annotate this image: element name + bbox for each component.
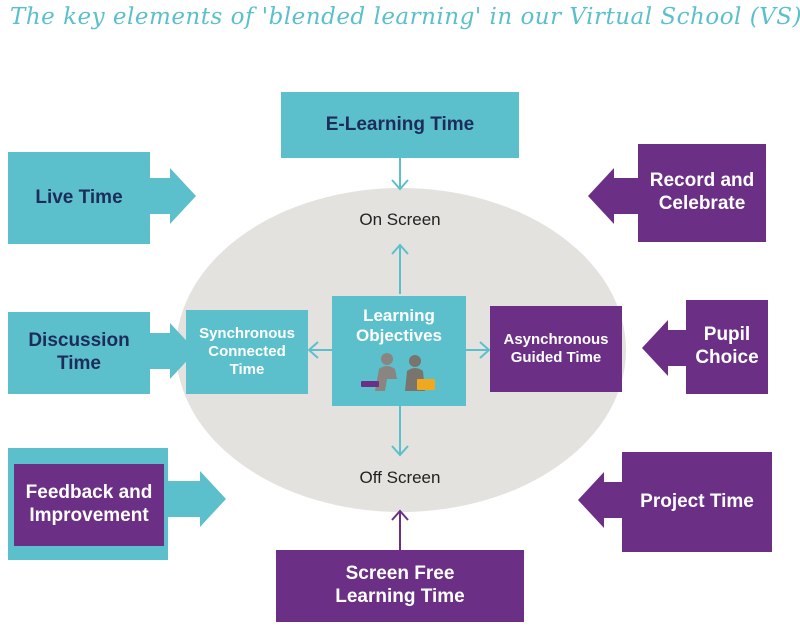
node-discussion-time: Discussion Time [8,312,150,394]
node-live-time: Live Time [8,152,150,244]
off-screen-label: Off Screen [359,468,441,487]
node-record-and-celebrate: Record and Celebrate [638,144,766,242]
node-elearning-label: E-Learning Time [325,113,475,135]
node-objectives-label: Learning Objectives [356,306,442,346]
node-asynchronous-guided-time: Asynchronous Guided Time [490,306,622,392]
off-screen-connector-head [391,445,409,457]
node-synchronous-label: Synchronous Connected Time [199,325,295,378]
node-live-label: Live Time [35,186,123,208]
discussion-arrow [150,323,196,379]
screenfree-connector-head [391,509,409,521]
node-feedback-and-improvement: Feedback and Improvement [14,464,164,546]
node-record-label: Record and Celebrate [649,170,755,214]
feedback-arrow [168,471,226,527]
node-asynchronous-label: Asynchronous Guided Time [503,331,609,366]
node-elearning-time: E-Learning Time [281,92,519,158]
node-pupil-choice: Pupil Choice [686,300,768,394]
node-project-time: Project Time [622,452,772,552]
diagram-title: The key elements of 'blended learning' i… [10,4,800,30]
node-project-label: Project Time [640,490,754,512]
node-synchronous-connected-time: Synchronous Connected Time [186,310,308,394]
project-arrow [578,472,622,528]
record-arrow [588,168,638,224]
students-with-laptops-icon [361,352,435,391]
pupil-arrow [642,320,686,376]
synchronous-connector-head [307,341,319,359]
elearning-connector-head [391,179,409,191]
live-arrow [150,168,196,224]
node-screenfree-label: Screen Free Learning Time [335,563,465,607]
on-screen-connector-head [391,243,409,255]
node-pupil-label: Pupil Choice [695,324,759,368]
node-screen-free-learning-time: Screen Free Learning Time [276,550,524,622]
node-discussion-label: Discussion Time [28,330,130,374]
on-screen-label: On Screen [359,210,441,229]
asynchronous-connector-head [479,341,491,359]
node-learning-objectives: Learning Objectives [332,296,466,406]
node-feedback-label: Feedback and Improvement [25,482,153,526]
